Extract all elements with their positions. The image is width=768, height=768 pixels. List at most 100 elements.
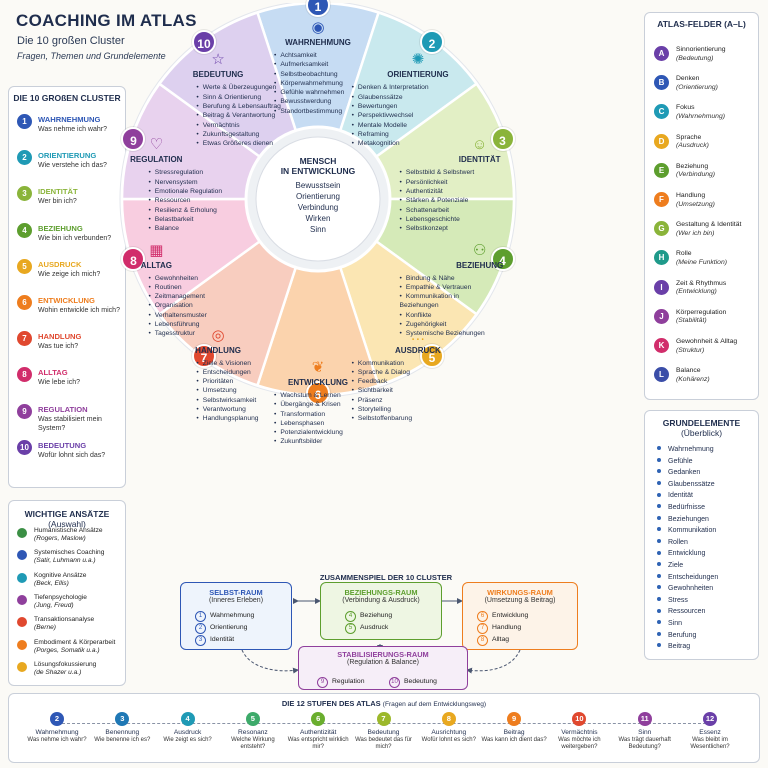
- bullet-dot-icon: [657, 446, 661, 451]
- atlas-field-letter: J: [654, 308, 669, 324]
- arrow-selbst-stabilisierung: [241, 649, 299, 674]
- segment-item: Balance: [148, 224, 244, 233]
- atlas-field-name: Rolle: [676, 250, 692, 258]
- center-item: Sinn: [309, 225, 326, 234]
- segment-item: Umsetzung: [196, 386, 292, 395]
- atlas-field-letter: K: [654, 338, 669, 353]
- steps-panel: DIE 12 STUFEN DES ATLAS (Fragen auf dem …: [8, 693, 760, 763]
- atlas-field-text: Balance(Kohärenz): [676, 367, 762, 384]
- atlas-field-note: (Wahrnehmung): [676, 112, 725, 120]
- segment-item: Storytelling: [352, 405, 448, 414]
- segment-item: Kommunikation: [352, 359, 448, 368]
- cluster-name: AUSDRUCK: [38, 259, 82, 269]
- grundelement-item: Gedanken: [657, 469, 700, 476]
- approaches-title: WICHTIGE ANSÄTZE (Auswahl): [9, 509, 125, 529]
- atlas-field-note: (Meine Funktion): [676, 258, 727, 266]
- segment-item: Transformation: [274, 410, 370, 419]
- step-question: Wie zeigt es sich?: [163, 737, 212, 743]
- segment-item: Emotionale Regulation: [148, 187, 244, 196]
- segment-item: Sprache & Dialog: [352, 368, 448, 377]
- step-number-badge: 4: [180, 712, 195, 726]
- center-title-line-1: MENSCH: [299, 156, 337, 166]
- atlas-field-name: Zeit & Rhythmus: [676, 279, 727, 287]
- atlas-field-note: (Orientierung): [676, 83, 718, 91]
- segment-item-list: KommunikationSprache & DialogFeedbackSic…: [352, 359, 448, 424]
- step-number-badge: 10: [572, 712, 587, 726]
- segment-item: Werte & Überzeugungen: [196, 83, 292, 92]
- segment-item-list: Bindung & NäheEmpathie & VertrauenKommun…: [400, 274, 496, 339]
- grundelement-label: Ressourcen: [668, 608, 706, 616]
- atlas-field-name: Sinnorientierung: [676, 46, 726, 53]
- grundelement-label: Sinn: [668, 620, 683, 627]
- bullet-dot-icon: [657, 504, 661, 509]
- segment-item: Standortbestimmung: [274, 107, 370, 116]
- approach-item: Embodiment & Körperarbeit(Porges, Somati…: [17, 639, 125, 659]
- approach-authors: (Rogers, Maslow): [34, 535, 86, 542]
- step-question: Wie benenne ich es?: [94, 737, 151, 743]
- approach-text: Lösungsfokussierung(de Shazer u.a.): [34, 661, 134, 677]
- segment-item: Schattenarbeit: [400, 206, 496, 215]
- bullet-dot-icon: [657, 550, 661, 555]
- interplay-item-label: Alltag: [492, 636, 510, 643]
- cluster-question: Wofür lohnt sich das?: [38, 451, 106, 459]
- approach-item: Systemisches Coaching(Satir, Luhmann u.a…: [17, 549, 125, 569]
- segment-item-list: Ziele & VisionenEntscheidungenPrioritäte…: [196, 359, 292, 424]
- grundelement-item: Gefühle: [657, 458, 693, 465]
- cluster-question: Wer bin ich?: [38, 198, 77, 206]
- interplay-item-number: 9: [317, 677, 328, 688]
- grundelement-item: Sinn: [657, 620, 682, 627]
- grundelement-item: Ressourcen: [657, 608, 705, 615]
- interplay-item-number: 4: [345, 611, 356, 622]
- segment-item-list: Denken & InterpretationGlaubenssätzeBewe…: [352, 83, 448, 148]
- approach-icon: [17, 661, 27, 672]
- bullet-dot-icon: [657, 492, 661, 497]
- bullet-dot-icon: [657, 631, 661, 636]
- grundelement-item: Beziehungen: [657, 516, 709, 523]
- segment-item: Glaubenssätze: [352, 93, 448, 102]
- bullet-dot-icon: [657, 538, 661, 543]
- atlas-field-name: Körperregulation: [676, 308, 727, 316]
- segment-item: Verantwortung: [196, 405, 292, 414]
- segment-item: Authentizität: [400, 187, 496, 196]
- cluster-name: IDENTITÄT: [38, 187, 78, 197]
- segment-item: Ziele & Visionen: [196, 359, 292, 368]
- grundelement-item: Bedürfnisse: [657, 504, 705, 511]
- grundelement-label: Kommunikation: [668, 527, 717, 535]
- approach-text: Systemisches Coaching(Satir, Luhmann u.a…: [34, 549, 134, 565]
- segment-item: Denken & Interpretation: [352, 83, 448, 92]
- atlas-field-note: (Umsetzung): [676, 200, 715, 208]
- step-name: Ausdruck: [173, 729, 202, 736]
- segment-item: Selbstoffenbarung: [352, 414, 448, 423]
- cluster-number-badge: 8: [17, 367, 32, 383]
- atlas-field-name: Fokus: [676, 104, 695, 112]
- segment-item: Verhaltensmuster: [148, 311, 244, 320]
- atlas-field-text: Körperregulation(Stabilität): [676, 309, 762, 326]
- atlas-field-name: Denken: [676, 75, 700, 83]
- approach-authors: (de Shazer u.a.): [34, 668, 82, 676]
- interplay-item-label: Handlung: [492, 624, 522, 631]
- segment-item-list: Wachstum & LernenÜbergänge & KrisenTrans…: [274, 391, 370, 447]
- interplay-title: ZUSAMMENSPIEL DER 10 CLUSTER: [319, 573, 453, 582]
- atlas-field-name: Handlung: [676, 192, 706, 199]
- segment-item: Entscheidungen: [196, 368, 292, 377]
- interplay-box-subtitle: (Verbindung & Ausdruck): [342, 597, 420, 604]
- segment-item: Zukunftsbilder: [274, 437, 370, 446]
- cluster-number-badge: 6: [17, 295, 32, 310]
- segment-item-list: Selbstbild & SelbstwertPersönlichkeitAut…: [400, 168, 496, 233]
- grundelement-label: Entwicklung: [668, 550, 706, 558]
- step-number-badge: 8: [441, 712, 456, 726]
